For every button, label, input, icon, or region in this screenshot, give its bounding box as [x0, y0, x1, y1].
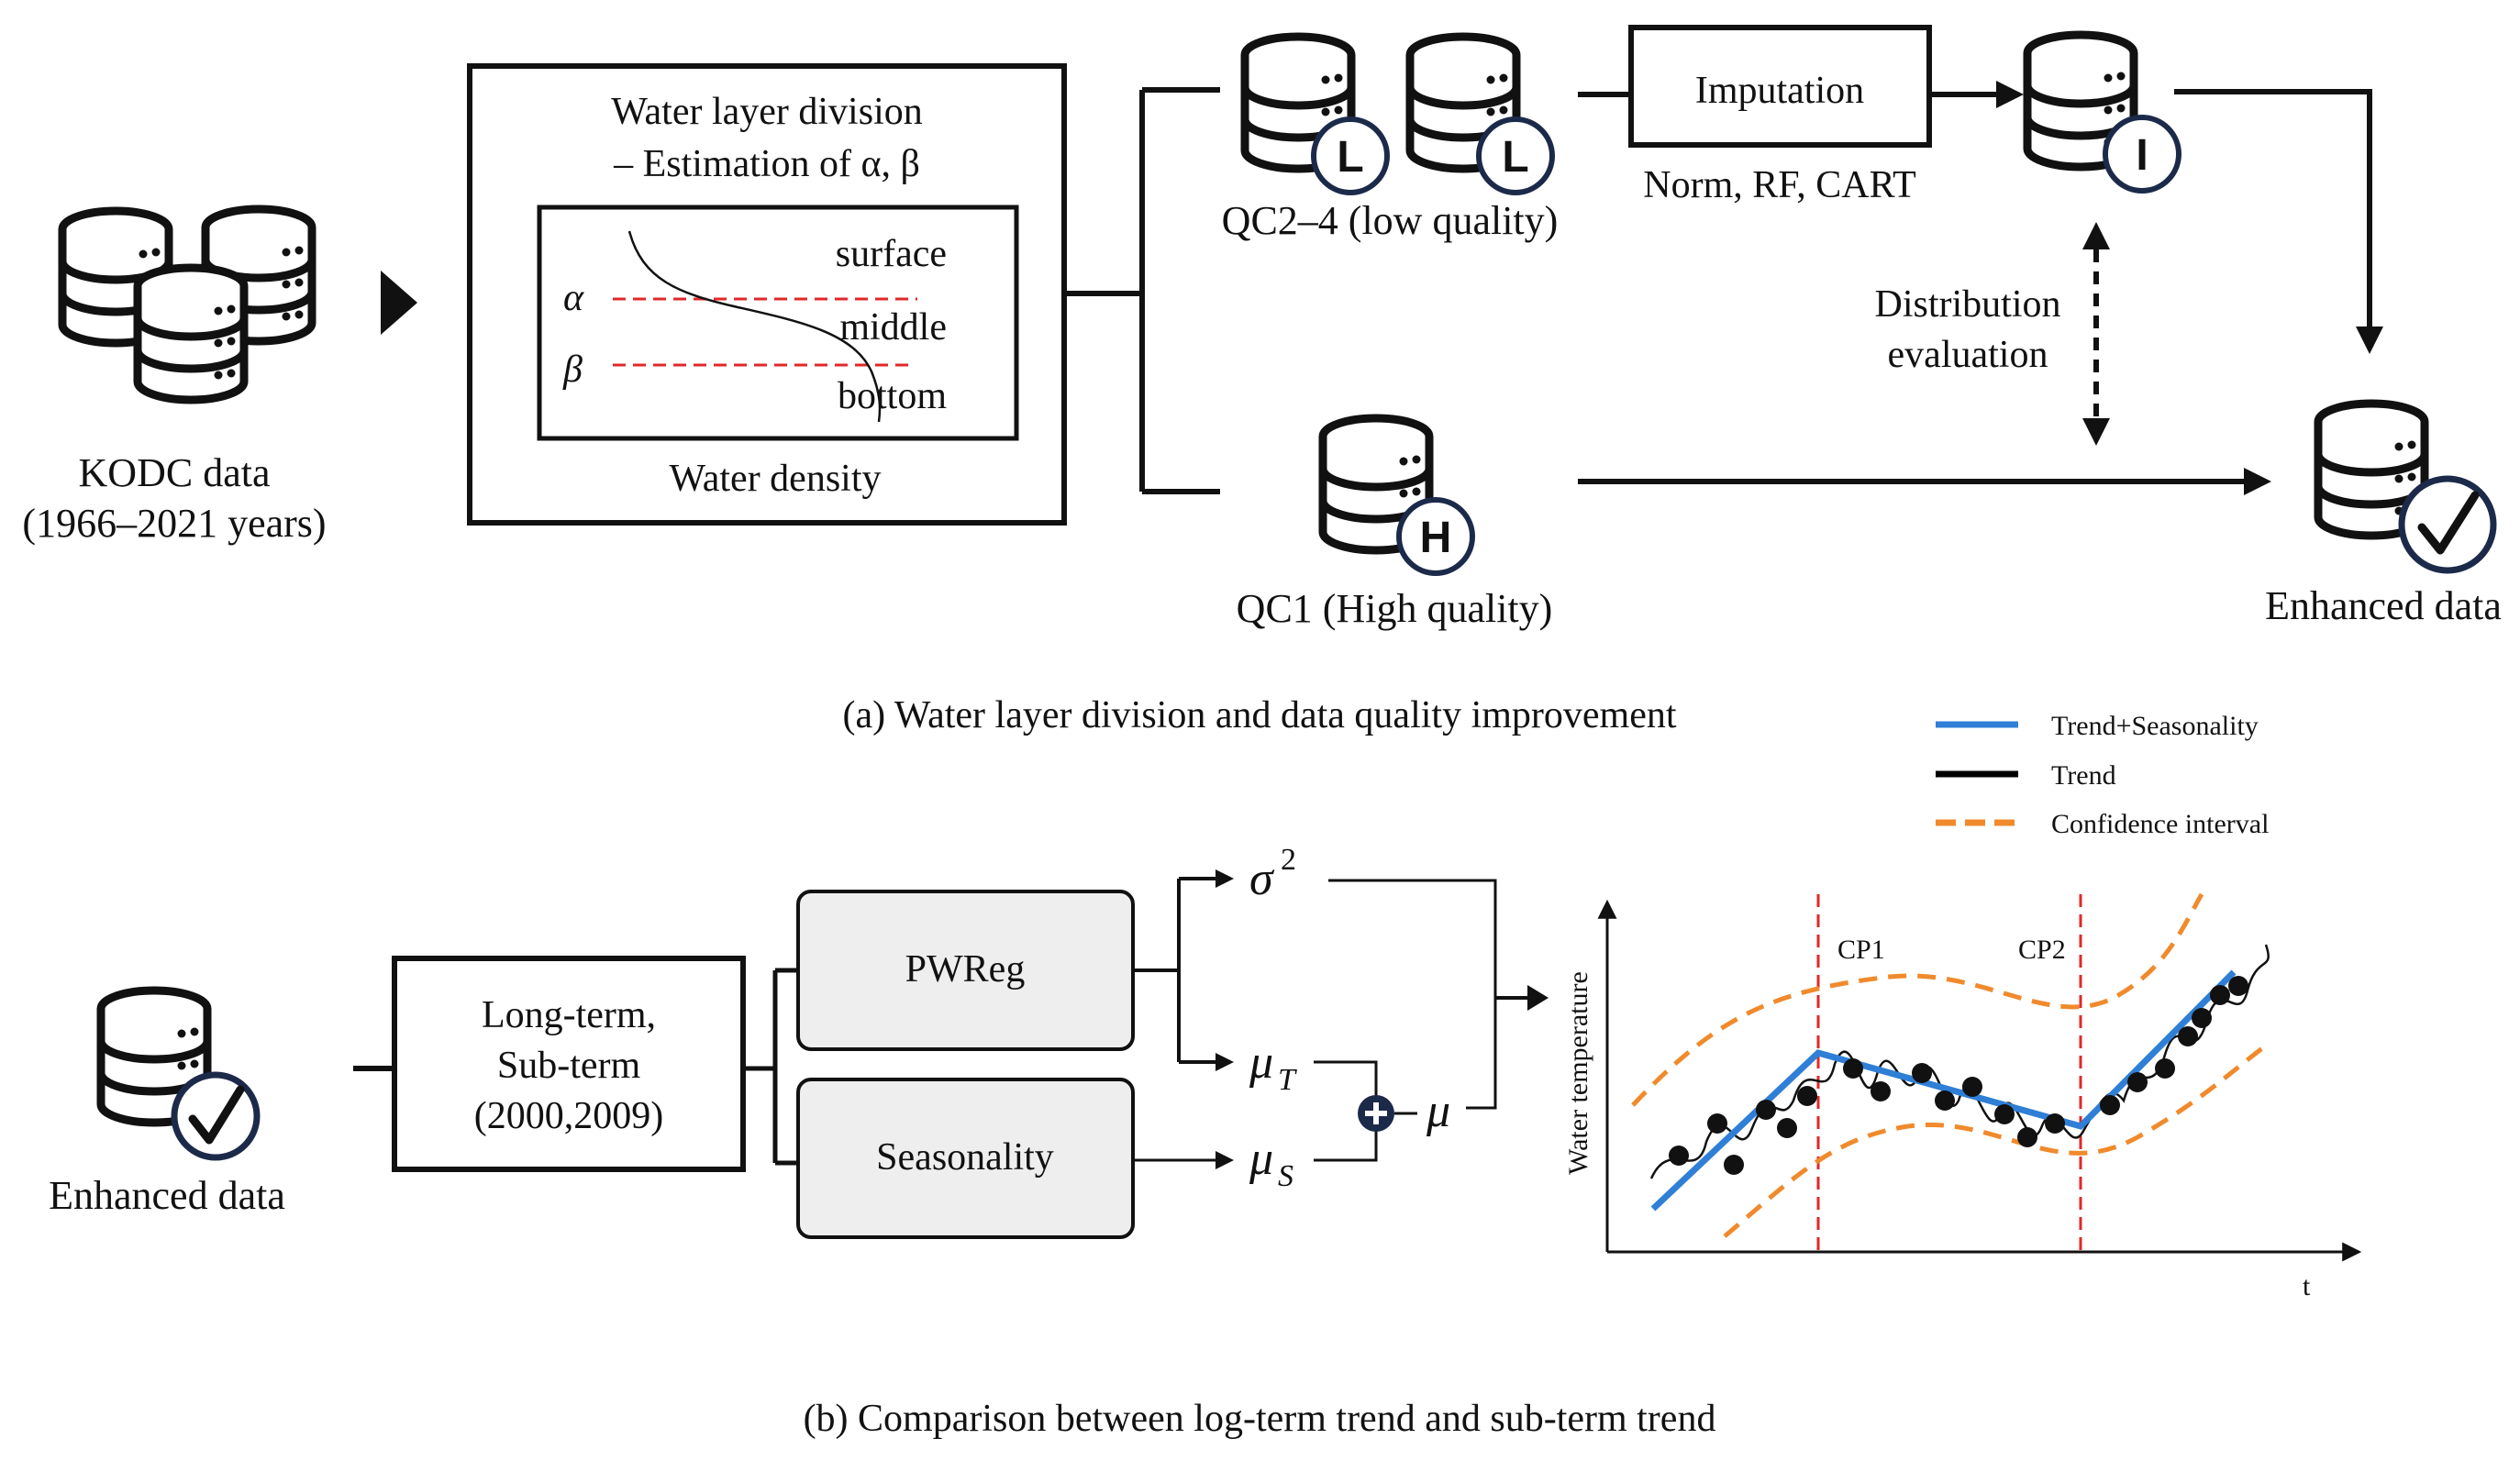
observation-point [2100, 1095, 2120, 1115]
low-quality-label: QC2–4 (low quality) [1222, 198, 1559, 243]
high-quality-label: QC1 (High quality) [1237, 586, 1553, 631]
term-years-label: (2000,2009) [474, 1095, 663, 1137]
observation-point [1843, 1058, 1863, 1079]
observation-point [2155, 1058, 2175, 1079]
imputed-to-enhanced-arrow [2174, 89, 2383, 354]
middle-label: middle [839, 306, 947, 349]
observation-point [1756, 1100, 1776, 1120]
svg-text:L: L [1337, 133, 1363, 182]
panel-b: Enhanced data Long-term, Sub-term (2000,… [49, 843, 2362, 1440]
legend-label: Trend [2051, 760, 2116, 791]
water-density-caption: Water density [669, 458, 881, 500]
panel-a-caption: (a) Water layer division and data qualit… [842, 694, 1676, 736]
mu-s-subscript: S [1278, 1159, 1293, 1193]
cp2-label: CP2 [2018, 935, 2066, 965]
trend-line [1650, 969, 2237, 1212]
imputation-methods: Norm, RF, CART [1643, 164, 1916, 206]
flow-arrow-icon [381, 271, 417, 335]
kodc-label: KODC data [79, 450, 271, 495]
panel-a: KODC data (1966–2021 years) Water layer … [22, 25, 2502, 736]
sigma-symbol: σ [1249, 853, 1275, 905]
observation-point [1912, 1063, 1932, 1083]
pwreg-split-connector [1133, 877, 1220, 1064]
plus-icon [1358, 1095, 1394, 1132]
observation-point [2178, 1026, 2198, 1046]
sum-connector [1314, 1060, 1378, 1162]
x-axis-label: t [2303, 1271, 2311, 1301]
density-profile-box [537, 205, 1019, 441]
bottom-label: bottom [838, 375, 947, 417]
observation-point [1669, 1146, 1689, 1166]
estimation-subtitle: – Estimation of α, β [613, 143, 920, 185]
arrowhead-icon [1216, 869, 1234, 1071]
arrowhead-icon [1216, 1151, 1234, 1169]
mu-t-subscript: T [1278, 1063, 1297, 1097]
observation-point [2192, 1008, 2212, 1028]
branch-connector [1064, 87, 1220, 494]
observation-point [1962, 1077, 1982, 1097]
kodc-database-icon [62, 209, 312, 400]
sigma-connector [1328, 879, 1497, 1110]
arrowhead-icon [1527, 985, 1549, 1011]
mu-s-symbol: μ [1249, 1133, 1273, 1185]
kodc-years-label: (1966–2021 years) [22, 501, 326, 546]
mu-symbol: μ [1426, 1085, 1450, 1137]
observation-point [2210, 985, 2230, 1005]
beta-label: β [562, 349, 583, 391]
observation-point [2017, 1127, 2037, 1147]
surface-label: surface [836, 233, 947, 275]
observation-point [1724, 1155, 1744, 1175]
seasonality-box [796, 1078, 1135, 1239]
sub-term-label: Sub-term [497, 1045, 641, 1087]
trend-plot: Water temperature t CP1 CP2 [1563, 892, 2362, 1301]
water-layer-title: Water layer division [611, 91, 923, 133]
sigma-exponent: 2 [1281, 843, 1296, 877]
distribution-label: Distribution [1874, 283, 2060, 326]
observation-points [1669, 976, 2248, 1175]
seasonality-label: Seasonality [876, 1136, 1054, 1179]
observation-point [2127, 1072, 2148, 1092]
cp1-label: CP1 [1837, 935, 1885, 965]
density-curve [627, 230, 882, 423]
observation-point [1797, 1086, 1817, 1106]
branch-connector [743, 968, 798, 1166]
imputation-box [1628, 25, 1932, 148]
high-quality-database-icon: H [1323, 418, 1475, 576]
upper-confidence-curve [1631, 892, 2204, 1107]
svg-text:L: L [1502, 133, 1528, 182]
long-term-label: Long-term, [482, 994, 656, 1036]
imputation-title: Imputation [1695, 70, 1864, 112]
low-quality-database-icon: L [1410, 37, 1555, 195]
pwreg-label: PWReg [905, 948, 1026, 991]
imputed-database-icon: I [2027, 35, 2181, 194]
observation-point [2228, 976, 2248, 996]
observation-point [1707, 1113, 1727, 1134]
observation-point [1871, 1081, 1891, 1101]
enhanced-database-icon [2318, 404, 2497, 574]
legend: Trend+Seasonality Trend Confidence inter… [1936, 711, 2269, 839]
mu-t-symbol: μ [1249, 1036, 1273, 1089]
observation-point [1935, 1090, 1955, 1111]
enhanced-database-icon [101, 991, 261, 1161]
evaluation-label: evaluation [1888, 334, 2048, 376]
panel-b-caption: (b) Comparison between log-term trend an… [804, 1398, 1716, 1440]
observation-point [1994, 1104, 2015, 1124]
svg-text:I: I [2136, 131, 2148, 180]
lower-confidence-curve [1723, 1044, 2268, 1238]
observation-point [1777, 1118, 1797, 1138]
term-box [392, 956, 746, 1172]
enhanced-data-input-label: Enhanced data [49, 1173, 285, 1218]
legend-label: Trend+Seasonality [2051, 711, 2259, 741]
enhanced-data-label: Enhanced data [2265, 583, 2502, 628]
low-quality-database-icon: L [1245, 37, 1390, 195]
y-axis-label: Water temperature [1563, 971, 1593, 1175]
svg-text:H: H [1420, 514, 1452, 562]
observation-point [2045, 1113, 2065, 1134]
legend-label: Confidence interval [2051, 809, 2269, 839]
alpha-label: α [563, 277, 584, 319]
